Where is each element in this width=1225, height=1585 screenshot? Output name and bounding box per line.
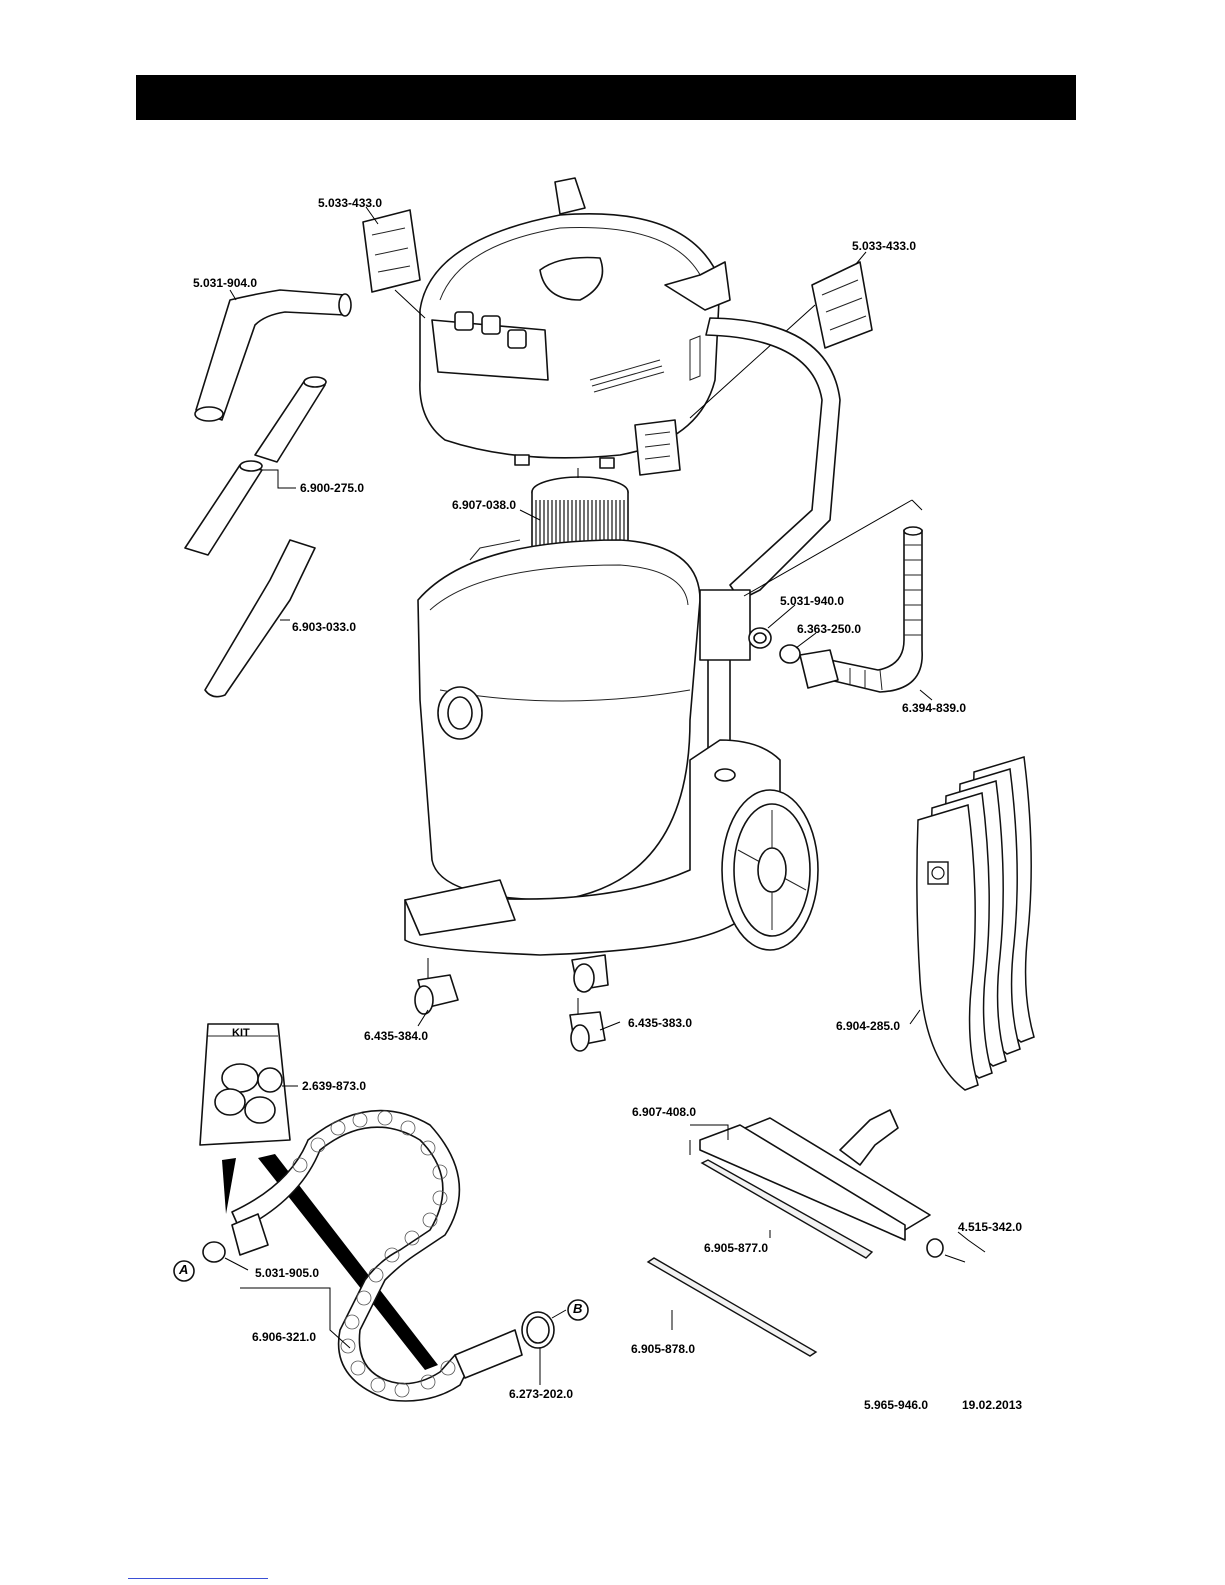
label-5-031-905: 5.031-905.0 [255, 1266, 319, 1280]
label-4-515-342: 4.515-342.0 [958, 1220, 1022, 1234]
motor-head-drawing [420, 178, 730, 475]
label-5-031-904: 5.031-904.0 [193, 276, 257, 290]
container-drawing [418, 540, 700, 900]
label-6-905-878: 6.905-878.0 [631, 1342, 695, 1356]
label-6-363-250: 6.363-250.0 [797, 622, 861, 636]
bent-tube-drawing [195, 290, 351, 421]
kit-bag-drawing [200, 1024, 438, 1370]
label-6-907-408: 6.907-408.0 [632, 1105, 696, 1119]
label-6-903-033: 6.903-033.0 [292, 620, 356, 634]
label-6-904-285: 6.904-285.0 [836, 1019, 900, 1033]
clip-left-drawing [363, 210, 425, 318]
label-6-905-877: 6.905-877.0 [704, 1241, 768, 1255]
footer-date: 19.02.2013 [962, 1398, 1022, 1412]
crevice-nozzle-drawing [205, 540, 315, 697]
handle-drawing [700, 318, 840, 760]
footer-link-underline [128, 1578, 268, 1579]
label-6-900-275: 6.900-275.0 [300, 481, 364, 495]
label-6-273-202: 6.273-202.0 [509, 1387, 573, 1401]
footer-doc-number: 5.965-946.0 [864, 1398, 928, 1412]
label-6-906-321: 6.906-321.0 [252, 1330, 316, 1344]
castor-left-drawing [415, 958, 458, 1014]
label-5-033-433-left: 5.033-433.0 [318, 196, 382, 210]
label-6-435-383: 6.435-383.0 [628, 1016, 692, 1030]
callout-a-label: A [179, 1263, 188, 1277]
kit-label: KIT [232, 1026, 250, 1040]
label-6-394-839: 6.394-839.0 [902, 701, 966, 715]
label-5-031-940: 5.031-940.0 [780, 594, 844, 608]
callout-b-label: B [573, 1302, 582, 1316]
castor-right-drawing [570, 955, 608, 1051]
label-5-033-433-right: 5.033-433.0 [852, 239, 916, 253]
filter-bags-drawing [917, 757, 1034, 1090]
label-6-907-038: 6.907-038.0 [452, 498, 516, 512]
label-6-435-384: 6.435-384.0 [364, 1029, 428, 1043]
label-2-639-873: 2.639-873.0 [302, 1079, 366, 1093]
wheel-drawing [722, 790, 818, 950]
floor-nozzle-drawing [648, 1110, 985, 1356]
large-hose-drawing [203, 1111, 566, 1401]
